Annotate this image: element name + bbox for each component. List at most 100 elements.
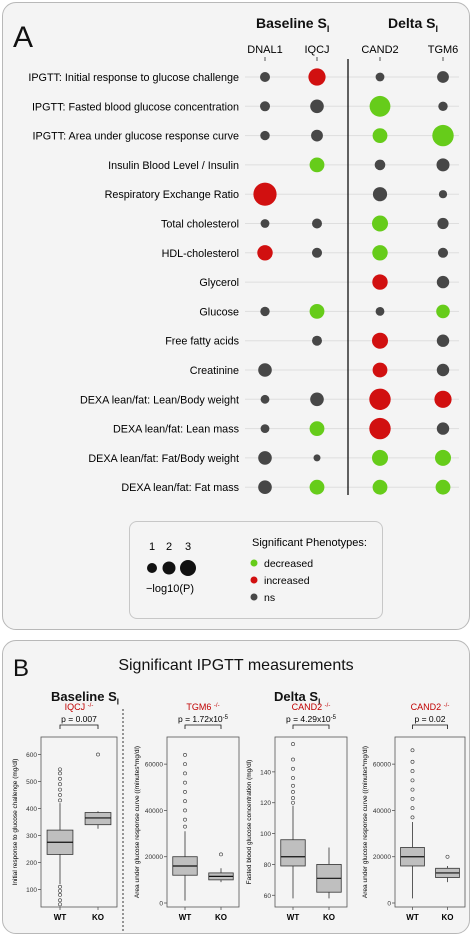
outlier bbox=[183, 824, 187, 829]
y-tick-label: 80 bbox=[264, 862, 272, 869]
x-tick-label: WT bbox=[287, 913, 300, 922]
dot-decreased bbox=[435, 479, 451, 495]
y-tick-label: 60000 bbox=[145, 762, 163, 769]
dot-decreased bbox=[372, 449, 388, 466]
outlier bbox=[410, 759, 415, 764]
outlier bbox=[58, 798, 62, 803]
dot-ns bbox=[260, 101, 270, 112]
dot-decreased bbox=[436, 304, 450, 319]
knockout-superscript: -/- bbox=[325, 703, 331, 709]
y-tick-label: 20000 bbox=[373, 854, 391, 861]
delta-group-label: Delta SI bbox=[388, 15, 438, 34]
dot-ns bbox=[374, 159, 386, 171]
row-label: Total cholesterol bbox=[161, 219, 239, 231]
dot-ns bbox=[260, 72, 270, 82]
panel-b-delta-label: Delta SI bbox=[274, 689, 321, 707]
y-axis-label: Initial response to glucose challenge (m… bbox=[12, 759, 19, 886]
size-legend-dot-2 bbox=[162, 561, 176, 575]
legend-label-increased: increased bbox=[264, 575, 310, 587]
outlier bbox=[183, 762, 187, 767]
dot-ns bbox=[313, 454, 321, 462]
outlier bbox=[58, 892, 62, 897]
y-tick-label: 200 bbox=[26, 860, 37, 867]
dot-decreased bbox=[369, 95, 391, 117]
y-tick-label: 120 bbox=[260, 800, 271, 807]
gene-header-iqcj: IQCJ bbox=[304, 44, 329, 56]
panel-a-letter: A bbox=[13, 21, 34, 54]
y-axis-label: Area under glucose response curve ((minu… bbox=[134, 746, 141, 898]
x-tick-label: WT bbox=[179, 913, 192, 922]
dot-decreased bbox=[372, 215, 388, 232]
dot-increased bbox=[434, 390, 452, 408]
outlier bbox=[410, 787, 415, 792]
y-tick-label: 400 bbox=[26, 806, 37, 813]
y-tick-label: 140 bbox=[260, 769, 271, 776]
y-tick-label: 100 bbox=[260, 831, 271, 838]
x-tick-label: WT bbox=[406, 913, 419, 922]
dot-decreased bbox=[372, 245, 388, 261]
outlier bbox=[58, 787, 62, 792]
dot-ns bbox=[436, 363, 450, 377]
legend-dot-ns bbox=[250, 593, 258, 601]
significance-bracket bbox=[292, 724, 330, 729]
plot-frame bbox=[40, 736, 118, 908]
plot-frame bbox=[394, 736, 466, 908]
dot-ns bbox=[260, 394, 270, 404]
dot-ns bbox=[438, 247, 448, 258]
panel-b-baseline-label: Baseline SI bbox=[51, 689, 119, 707]
p-value: p = 1.72x10-5 bbox=[178, 714, 229, 724]
outlier bbox=[183, 780, 187, 785]
dot-ns bbox=[436, 334, 450, 347]
p-value-exponent: -5 bbox=[331, 715, 337, 721]
outlier bbox=[410, 778, 415, 783]
legend-dot-increased bbox=[250, 576, 258, 584]
outlier bbox=[58, 902, 62, 907]
dot-ns bbox=[260, 424, 270, 433]
outlier bbox=[58, 793, 62, 797]
row-label: Insulin Blood Level / Insulin bbox=[108, 160, 239, 172]
dot-decreased bbox=[432, 124, 454, 147]
y-tick-label: 20000 bbox=[145, 854, 163, 861]
y-tick-label: 60000 bbox=[373, 762, 391, 769]
x-tick-label: WT bbox=[54, 913, 67, 922]
dot-decreased bbox=[309, 157, 325, 173]
outlier bbox=[445, 854, 450, 859]
knockout-superscript: -/- bbox=[214, 703, 220, 709]
legend-label-decreased: decreased bbox=[264, 558, 313, 570]
outlier bbox=[410, 806, 415, 811]
outlier bbox=[291, 796, 295, 800]
outlier bbox=[58, 888, 62, 893]
outlier bbox=[291, 742, 295, 746]
dot-ns bbox=[258, 363, 272, 377]
row-label: Creatinine bbox=[190, 365, 239, 377]
dot-ns bbox=[375, 72, 385, 82]
outlier bbox=[58, 767, 62, 772]
dot-ns bbox=[437, 71, 449, 83]
outlier bbox=[58, 776, 62, 781]
knockout-gene-label: CAND2 -/- bbox=[411, 702, 450, 712]
outlier bbox=[291, 757, 295, 762]
outlier bbox=[183, 752, 187, 757]
row-label: HDL-cholesterol bbox=[162, 248, 239, 260]
y-tick-label: 0 bbox=[387, 901, 391, 908]
y-tick-label: 300 bbox=[26, 833, 37, 840]
dot-decreased bbox=[309, 479, 325, 495]
panel-b-title: Significant IPGTT measurements bbox=[118, 657, 354, 674]
y-tick-label: 40000 bbox=[145, 808, 163, 815]
outlier bbox=[58, 884, 62, 889]
dot-ns bbox=[258, 451, 272, 465]
dot-increased bbox=[372, 362, 388, 378]
y-tick-label: 600 bbox=[26, 752, 37, 759]
row-label: IPGTT: Fasted blood glucose concentratio… bbox=[32, 101, 239, 113]
outlier bbox=[96, 752, 100, 757]
dot-ns bbox=[372, 187, 388, 202]
dot-ns bbox=[258, 480, 272, 495]
gene-header-tgm6: TGM6 bbox=[428, 44, 459, 56]
y-tick-label: 100 bbox=[26, 887, 37, 894]
row-label: Free fatty acids bbox=[165, 336, 239, 348]
dot-decreased bbox=[372, 128, 388, 143]
